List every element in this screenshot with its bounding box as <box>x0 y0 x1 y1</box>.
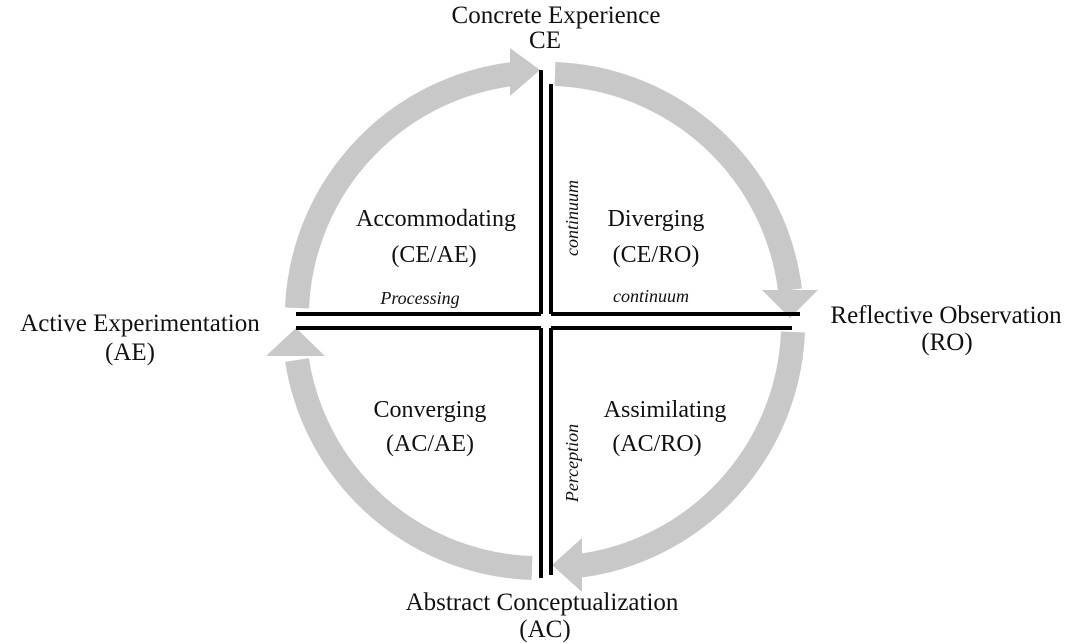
axis-label-continuum-horizontal: continuum <box>613 286 689 306</box>
quadrant-accommodating-name: Accommodating <box>356 206 516 232</box>
arrow-ce-to-ro <box>554 62 802 292</box>
arrowhead-to-ce <box>510 48 540 96</box>
axis-label-processing: Processing <box>379 288 459 308</box>
pole-bottom-abbr: (AC) <box>519 616 570 643</box>
pole-top-abbr: CE <box>529 27 561 54</box>
pole-right-name: Reflective Observation <box>830 302 1062 329</box>
pole-right-abbr: (RO) <box>921 329 972 356</box>
arrow-ac-to-ae <box>285 358 533 580</box>
quadrant-diverging-code: (CE/RO) <box>613 242 700 268</box>
quadrant-converging-name: Converging <box>374 397 487 423</box>
arrowhead-to-ac <box>552 538 582 592</box>
axis-label-continuum-vertical: continuum <box>562 180 582 256</box>
arrow-ro-to-ac <box>576 331 805 578</box>
pole-bottom-name: Abstract Conceptualization <box>406 589 679 616</box>
cycle-arrows <box>285 61 805 580</box>
quadrant-assimilating-code: (AC/RO) <box>612 431 701 457</box>
arrowheads <box>266 48 818 592</box>
pole-left-name: Active Experimentation <box>20 310 260 337</box>
quadrant-assimilating-name: Assimilating <box>604 397 727 423</box>
pole-left-abbr: (AE) <box>105 339 155 366</box>
arrowhead-to-ae <box>266 328 325 356</box>
arrowhead-to-ro <box>762 290 818 318</box>
quadrant-converging-code: (AC/AE) <box>386 431 474 457</box>
quadrant-accommodating-code: (CE/AE) <box>391 242 476 268</box>
arrow-ae-to-ce <box>285 61 524 309</box>
axes <box>296 70 800 578</box>
axis-label-perception: Perception <box>562 424 582 503</box>
pole-top-name: Concrete Experience <box>452 2 661 29</box>
quadrant-diverging-name: Diverging <box>608 206 705 232</box>
